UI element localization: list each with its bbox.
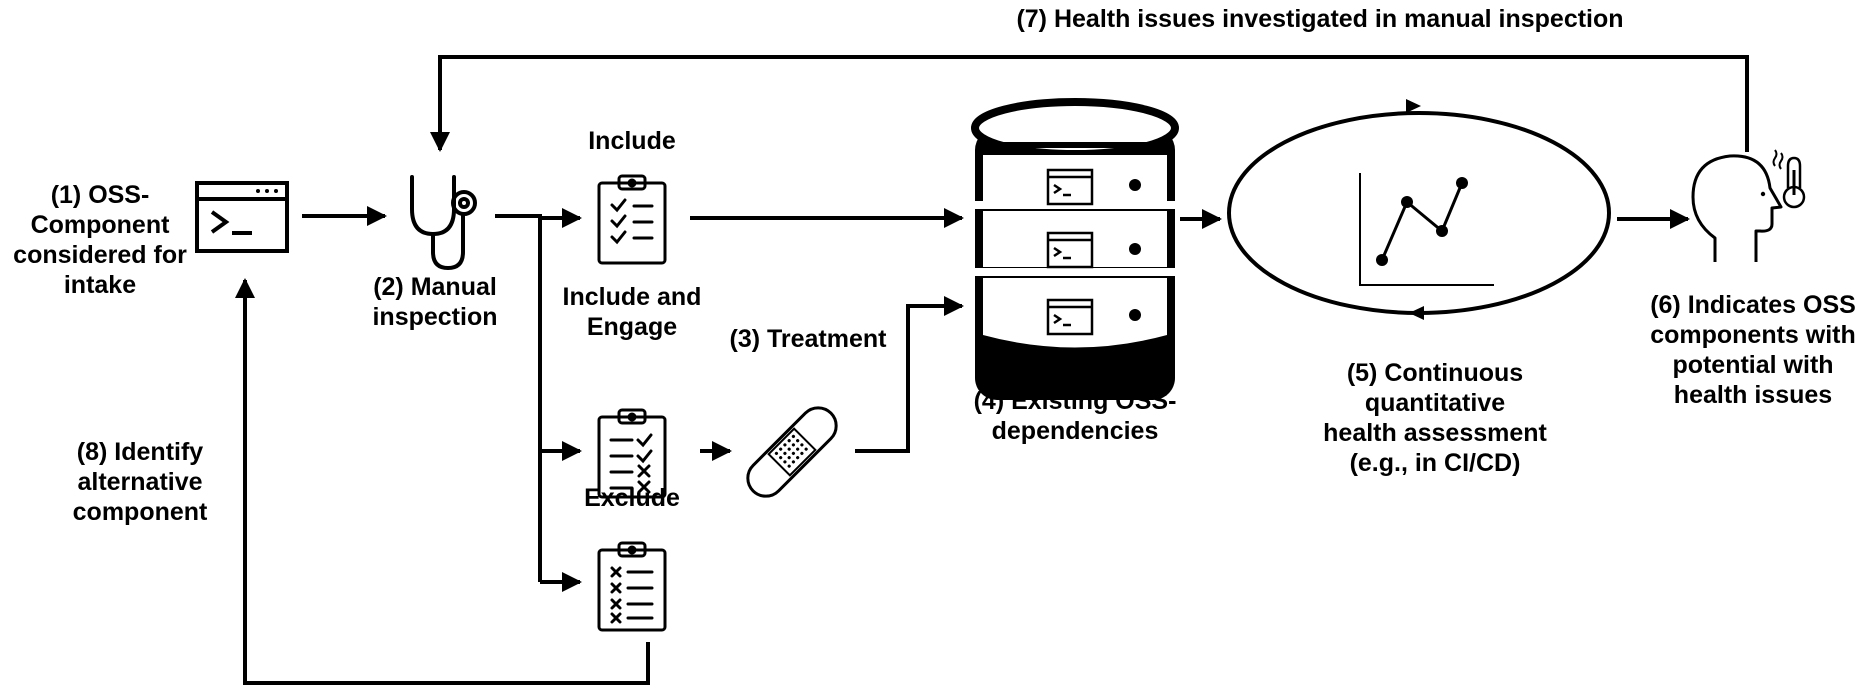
arrow-feedback-to-inspection (430, 55, 1749, 152)
clipboard-cross-icon (597, 541, 667, 632)
clipboard-mixed-icon (597, 408, 667, 499)
fever-lines-icon (1772, 149, 1784, 170)
arrow-exclude-to-intake (235, 278, 650, 685)
label-health-issues-feedback: (7) Health issues investigated in manual… (1016, 5, 1624, 33)
label-include: Include (588, 127, 676, 155)
bandage-icon (746, 406, 838, 498)
database-icon (971, 98, 1179, 400)
terminal-window-icon (195, 181, 289, 253)
line-chart-icon (1359, 173, 1494, 286)
connectors (235, 55, 1749, 685)
arrow-treatment-to-database (855, 296, 964, 453)
assessment-cycle (1227, 99, 1611, 320)
clipboard-check-icon (597, 174, 667, 265)
sick-head-icon (1691, 154, 1783, 262)
label-existing-deps: (4) Existing OSS-dependencies (973, 387, 1177, 445)
label-exclude: Exclude (584, 484, 680, 512)
stethoscope-icon (410, 175, 477, 271)
label-treatment: (3) Treatment (729, 325, 887, 353)
thermometer-icon (1782, 156, 1806, 209)
